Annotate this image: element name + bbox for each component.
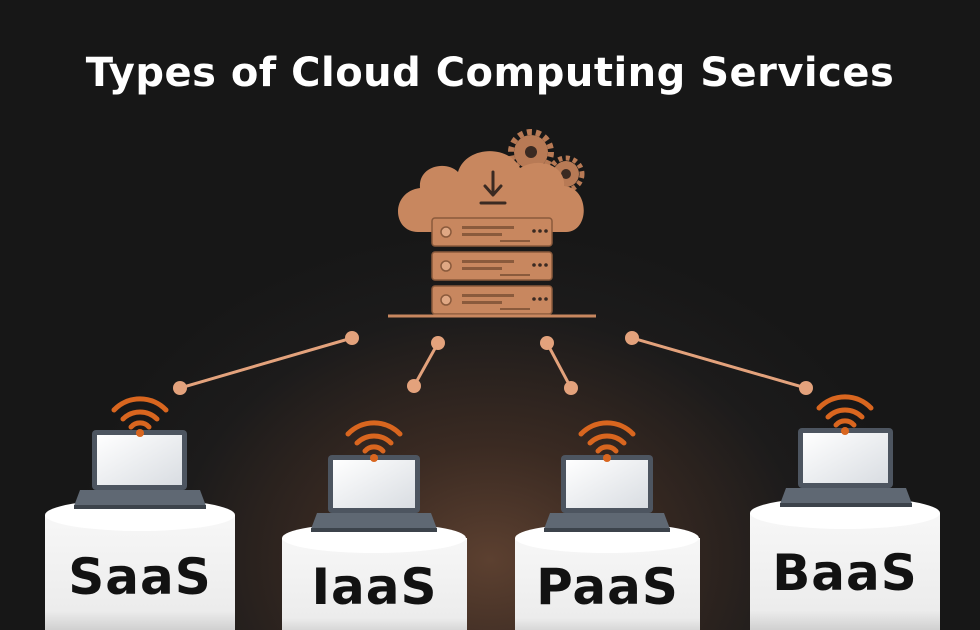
server-stack-icon (431, 217, 553, 315)
connector-saas (173, 331, 359, 395)
station-baas (750, 394, 940, 630)
service-label-saas: SaaS (68, 548, 212, 606)
connector-paas (540, 336, 578, 395)
wifi-icon (345, 420, 403, 462)
connector-baas (625, 331, 813, 395)
cloud-server-hub (388, 129, 596, 318)
station-saas (45, 396, 235, 630)
wifi-icon (578, 420, 636, 462)
laptop-icon (780, 428, 912, 507)
wifi-icon (111, 396, 169, 437)
service-label-baas: BaaS (772, 544, 918, 602)
service-label-iaas: IaaS (311, 558, 438, 616)
wifi-icon (816, 394, 874, 435)
connectors (173, 331, 813, 395)
service-label-paas: PaaS (536, 558, 679, 616)
laptop-icon (544, 455, 670, 532)
laptop-icon (74, 430, 206, 509)
station-iaas (282, 420, 467, 630)
station-paas (515, 420, 700, 630)
laptop-icon (311, 455, 437, 532)
cloud-download-icon (398, 151, 584, 232)
page-title: Types of Cloud Computing Services (85, 50, 895, 96)
connector-iaas (407, 336, 445, 393)
